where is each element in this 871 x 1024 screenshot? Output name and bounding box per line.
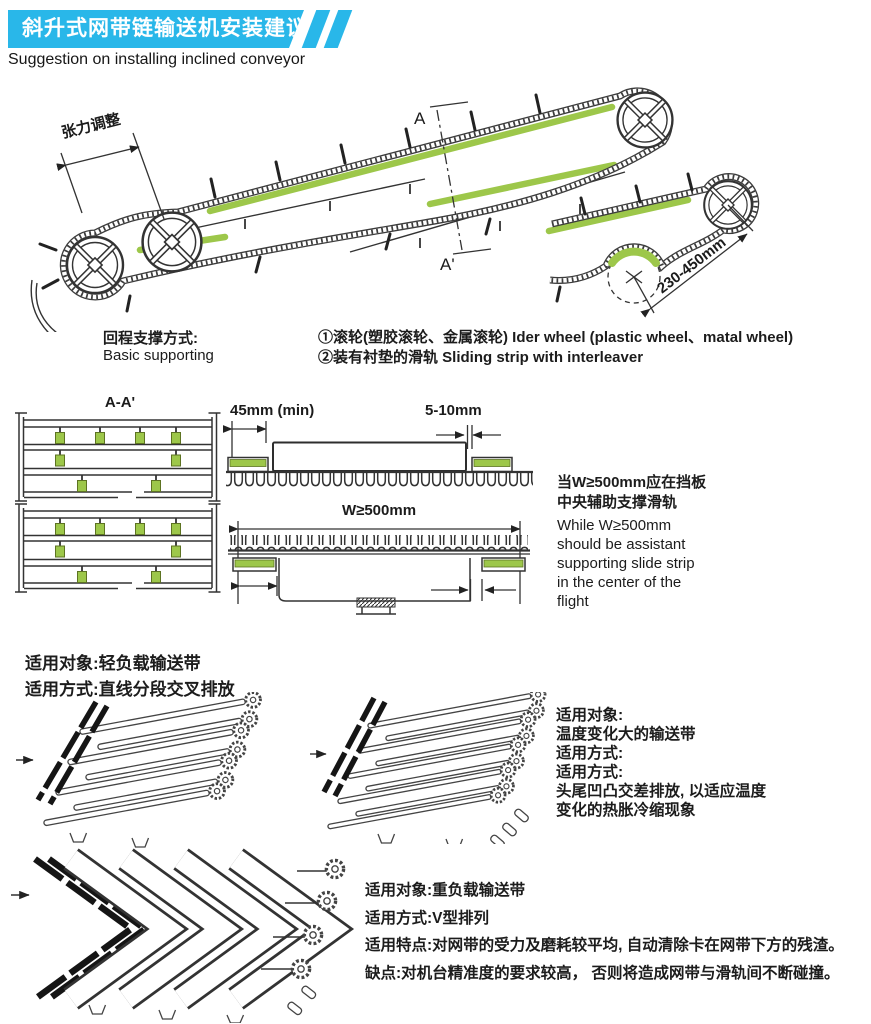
basic-support-item-1: ①滚轮(塑胶滚轮、金属滚轮) Ider wheel (plastic wheel… — [318, 329, 794, 346]
page-title-banner: 斜升式网带链输送机安装建议 — [8, 10, 304, 48]
section-aa-label: A-A' — [105, 396, 135, 411]
slide-strips-green — [136, 103, 692, 254]
w500-note-en-line: flight — [557, 593, 589, 610]
frame-section-aa-diagram: A-A' — [15, 396, 221, 502]
staggered-rails-diagram — [16, 692, 264, 848]
temperature-line: 温度变化大的输送带 — [556, 726, 696, 743]
section-line-aa: A A' — [414, 101, 492, 274]
w500-note-en-line: supporting slide strip — [557, 555, 695, 572]
temperature-note: 适用对象: 温度变化大的输送带 适用方式: 适用方式: 头尾凹凸交差排放, 以适… — [556, 706, 766, 820]
belt-section-bottom-diagram: W≥500mm — [228, 502, 530, 615]
page-title: 斜升式网带链输送机安装建议 — [22, 17, 308, 40]
heavy-load-line: 缺点:对机台精准度的要求较高， 否则将造成网带与滑轨间不断碰撞。 — [365, 964, 840, 982]
section-label-a: A — [414, 109, 426, 128]
belt-section-top-diagram: 45mm (min) 5-10mm — [222, 402, 533, 488]
heavy-load-line: 适用方式:V型排列 — [365, 909, 490, 927]
heavy-load-note: 适用对象:重负载输送带 适用方式:V型排列 适用特点:对网带的受力及磨耗较平均,… — [365, 877, 844, 987]
w500-note-zh-line: 当W≥500mm应在挡板 — [557, 474, 707, 491]
light-load-line: 适用对象:轻负载输送带 — [25, 654, 201, 673]
dim-w500-label: W≥500mm — [342, 502, 416, 519]
center-slide-strip — [356, 597, 396, 608]
mesh-belt — [226, 472, 533, 488]
mesh-belt — [230, 535, 528, 550]
light-load-line: 适用方式:直线分段交叉排放 — [25, 680, 235, 699]
flight-plate — [278, 558, 471, 602]
w500-note-zh-line: 中央辅助支撑滑轨 — [557, 494, 678, 511]
heavy-load-line: 适用对象:重负载输送带 — [365, 882, 526, 899]
slide-blocks — [55, 432, 181, 492]
w500-note: 当W≥500mm应在挡板 中央辅助支撑滑轨 While W≥500mm shou… — [557, 473, 782, 611]
dim-45mm-label: 45mm (min) — [230, 402, 314, 419]
slide-blocks — [55, 523, 181, 583]
section-label-a-prime: A' — [440, 255, 455, 274]
v-type-rails-diagram — [11, 848, 355, 1023]
dim-5-10mm-label: 5-10mm — [425, 402, 482, 419]
flight-ticks — [38, 93, 694, 313]
page-subtitle: Suggestion on installing inclined convey… — [8, 51, 306, 68]
basic-support-item-2: ②装有衬垫的滑轨 Sliding strip with interleaver — [318, 349, 644, 366]
temperature-line: 适用方式: — [556, 764, 624, 781]
temperature-line: 适用对象: — [556, 707, 624, 724]
temperature-line: 头尾凹凸交差排放, 以适应温度 — [556, 783, 767, 800]
w500-note-en-line: should be assistant — [557, 536, 686, 553]
tension-adjust-label: 张力调整 — [60, 110, 123, 142]
interlocked-rails-diagram — [310, 692, 548, 844]
w500-note-en-line: While W≥500mm — [557, 517, 672, 534]
basic-support-title-en: Basic supporting — [103, 347, 214, 364]
w500-note-en-line: in the center of the — [557, 574, 682, 591]
temperature-line: 适用方式: — [556, 745, 624, 762]
support-frame-lines — [194, 171, 626, 253]
heavy-load-line: 适用特点:对网带的受力及磨耗较平均, 自动清除卡在网带下方的残渣。 — [365, 937, 844, 954]
basic-support-title-zh: 回程支撑方式: — [103, 330, 198, 347]
corner-bracket-arc — [30, 279, 57, 332]
light-load-note: 适用对象:轻负载输送带 适用方式:直线分段交叉排放 — [25, 651, 235, 703]
inclined-conveyor-diagram: 张力调整 A A' 230-450mm — [30, 80, 871, 332]
frame-section-diagram — [15, 503, 221, 593]
flight-plate — [272, 441, 467, 472]
temperature-line: 变化的热胀冷缩现象 — [556, 802, 696, 819]
tension-dimension: 张力调整 — [56, 110, 165, 220]
